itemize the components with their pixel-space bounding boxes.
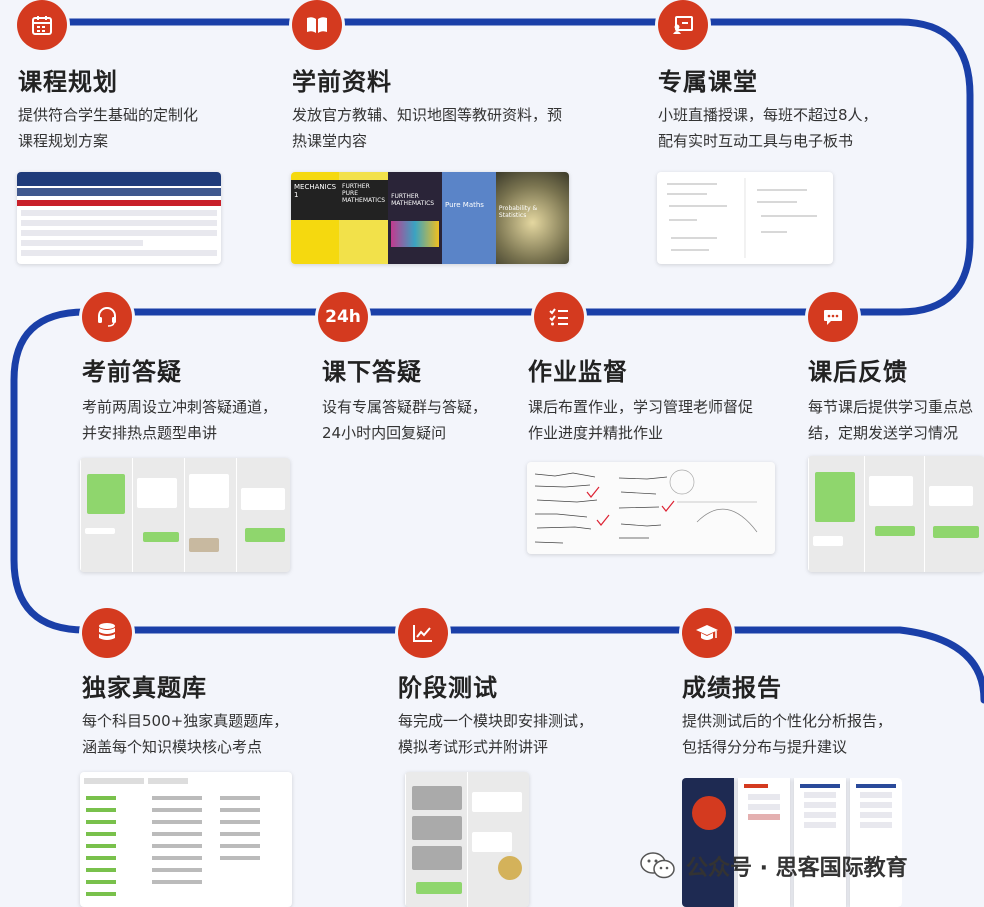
checklist-icon <box>534 292 584 342</box>
book-title: FURTHER MATHEMATICS <box>391 193 435 207</box>
step-desc-line: 考前两周设立冲刺答疑通道， <box>82 398 278 416</box>
step-desc-line: 并安排热点题型串讲 <box>82 424 218 442</box>
step-title: 课下答疑 <box>322 358 422 386</box>
step-desc: 课后布置作业，学习管理老师督促 作业进度并精批作业 <box>528 394 753 446</box>
step-desc-line: 热课堂内容 <box>292 132 368 150</box>
step-desc: 每节课后提供学习重点总 结，定期发送学习情况 <box>808 394 973 446</box>
step-title: 独家真题库 <box>82 674 207 702</box>
step-desc-line: 小班直播授课，每班不超过8人， <box>658 106 878 124</box>
step-desc-line: 包括得分分布与提升建议 <box>682 738 848 756</box>
step-title: 课程规划 <box>18 68 118 96</box>
homework-thumbnail <box>527 462 775 554</box>
database-icon <box>82 608 132 658</box>
book-title: FURTHER PURE MATHEMATICS <box>339 180 389 220</box>
step-desc-line: 每个科目500+独家真题题库， <box>82 712 289 730</box>
report-page <box>794 778 846 907</box>
feedback-chat-thumbnail <box>808 456 984 572</box>
step-desc: 发放官方教辅、知识地图等教研资料，预 热课堂内容 <box>292 102 562 154</box>
wechat-icon <box>640 852 676 880</box>
book-cover: FURTHER MATHEMATICS <box>388 172 442 264</box>
calendar-icon <box>17 0 67 50</box>
book-title: Probability & Statistics <box>498 205 538 219</box>
book-cover: FURTHER PURE MATHEMATICS <box>339 172 389 264</box>
chart-line-icon <box>398 608 448 658</box>
chat-screenshots-thumbnail <box>80 458 290 572</box>
24h-icon: 24h <box>318 292 368 342</box>
step-title: 课后反馈 <box>808 358 908 386</box>
curriculum-table-thumbnail <box>17 172 221 264</box>
step-desc: 提供符合学生基础的定制化 课程规划方案 <box>18 102 198 154</box>
report-page <box>850 778 902 907</box>
step-title: 专属课堂 <box>658 68 758 96</box>
classroom-icon <box>658 0 708 50</box>
book-icon <box>292 0 342 50</box>
report-page <box>738 778 790 907</box>
step-desc-line: 设有专属答疑群与答疑， <box>322 398 488 416</box>
step-desc: 设有专属答疑群与答疑， 24小时内回复疑问 <box>322 394 487 446</box>
step-title: 成绩报告 <box>682 674 782 702</box>
step-desc-line: 结，定期发送学习情况 <box>808 424 959 442</box>
question-bank-thumbnail <box>80 772 292 907</box>
step-desc-line: 课程规划方案 <box>18 132 109 150</box>
test-chat-thumbnail <box>405 772 529 907</box>
step-desc-line: 作业进度并精批作业 <box>528 424 664 442</box>
book-cover: Probability & Statistics <box>495 172 569 264</box>
step-title: 作业监督 <box>528 358 628 386</box>
book-cover: Pure Maths <box>442 172 496 264</box>
textbooks-thumbnail: MECHANICS 1 FURTHER PURE MATHEMATICS FUR… <box>291 172 569 264</box>
step-desc: 小班直播授课，每班不超过8人， 配有实时互动工具与电子板书 <box>658 102 878 154</box>
step-desc-line: 涵盖每个知识模块核心考点 <box>82 738 263 756</box>
step-title: 阶段测试 <box>398 674 498 702</box>
step-desc-line: 每完成一个模块即安排测试， <box>398 712 594 730</box>
step-desc-line: 提供测试后的个性化分析报告， <box>682 712 893 730</box>
headset-icon <box>82 292 132 342</box>
step-desc-line: 发放官方教辅、知识地图等教研资料，预 <box>292 106 563 124</box>
step-title: 考前答疑 <box>82 358 182 386</box>
step-title: 学前资料 <box>292 68 392 96</box>
step-desc-line: 配有实时互动工具与电子板书 <box>658 132 854 150</box>
whiteboard-thumbnail <box>657 172 833 264</box>
step-desc-line: 提供符合学生基础的定制化 <box>18 106 199 124</box>
step-desc: 提供测试后的个性化分析报告， 包括得分分布与提升建议 <box>682 708 892 760</box>
step-desc: 每完成一个模块即安排测试， 模拟考试形式并附讲评 <box>398 708 593 760</box>
book-title: Pure Maths <box>445 201 484 209</box>
24h-icon-label: 24h <box>325 307 361 327</box>
step-desc-line: 每节课后提供学习重点总 <box>808 398 974 416</box>
graduation-cap-icon <box>682 608 732 658</box>
step-desc: 每个科目500+独家真题题库， 涵盖每个知识模块核心考点 <box>82 708 288 760</box>
report-thumbnail <box>682 778 902 907</box>
step-desc-line: 模拟考试形式并附讲评 <box>398 738 549 756</box>
chat-icon <box>808 292 858 342</box>
report-cover <box>682 778 734 907</box>
book-cover: MECHANICS 1 <box>291 172 340 264</box>
step-desc: 考前两周设立冲刺答疑通道， 并安排热点题型串讲 <box>82 394 277 446</box>
watermark-text: 公众号 · 思客国际教育 <box>686 856 908 881</box>
book-title: MECHANICS 1 <box>291 180 340 220</box>
watermark: 公众号 · 思客国际教育 <box>640 850 908 882</box>
step-desc-line: 24小时内回复疑问 <box>322 424 447 442</box>
step-desc-line: 课后布置作业，学习管理老师督促 <box>528 398 754 416</box>
